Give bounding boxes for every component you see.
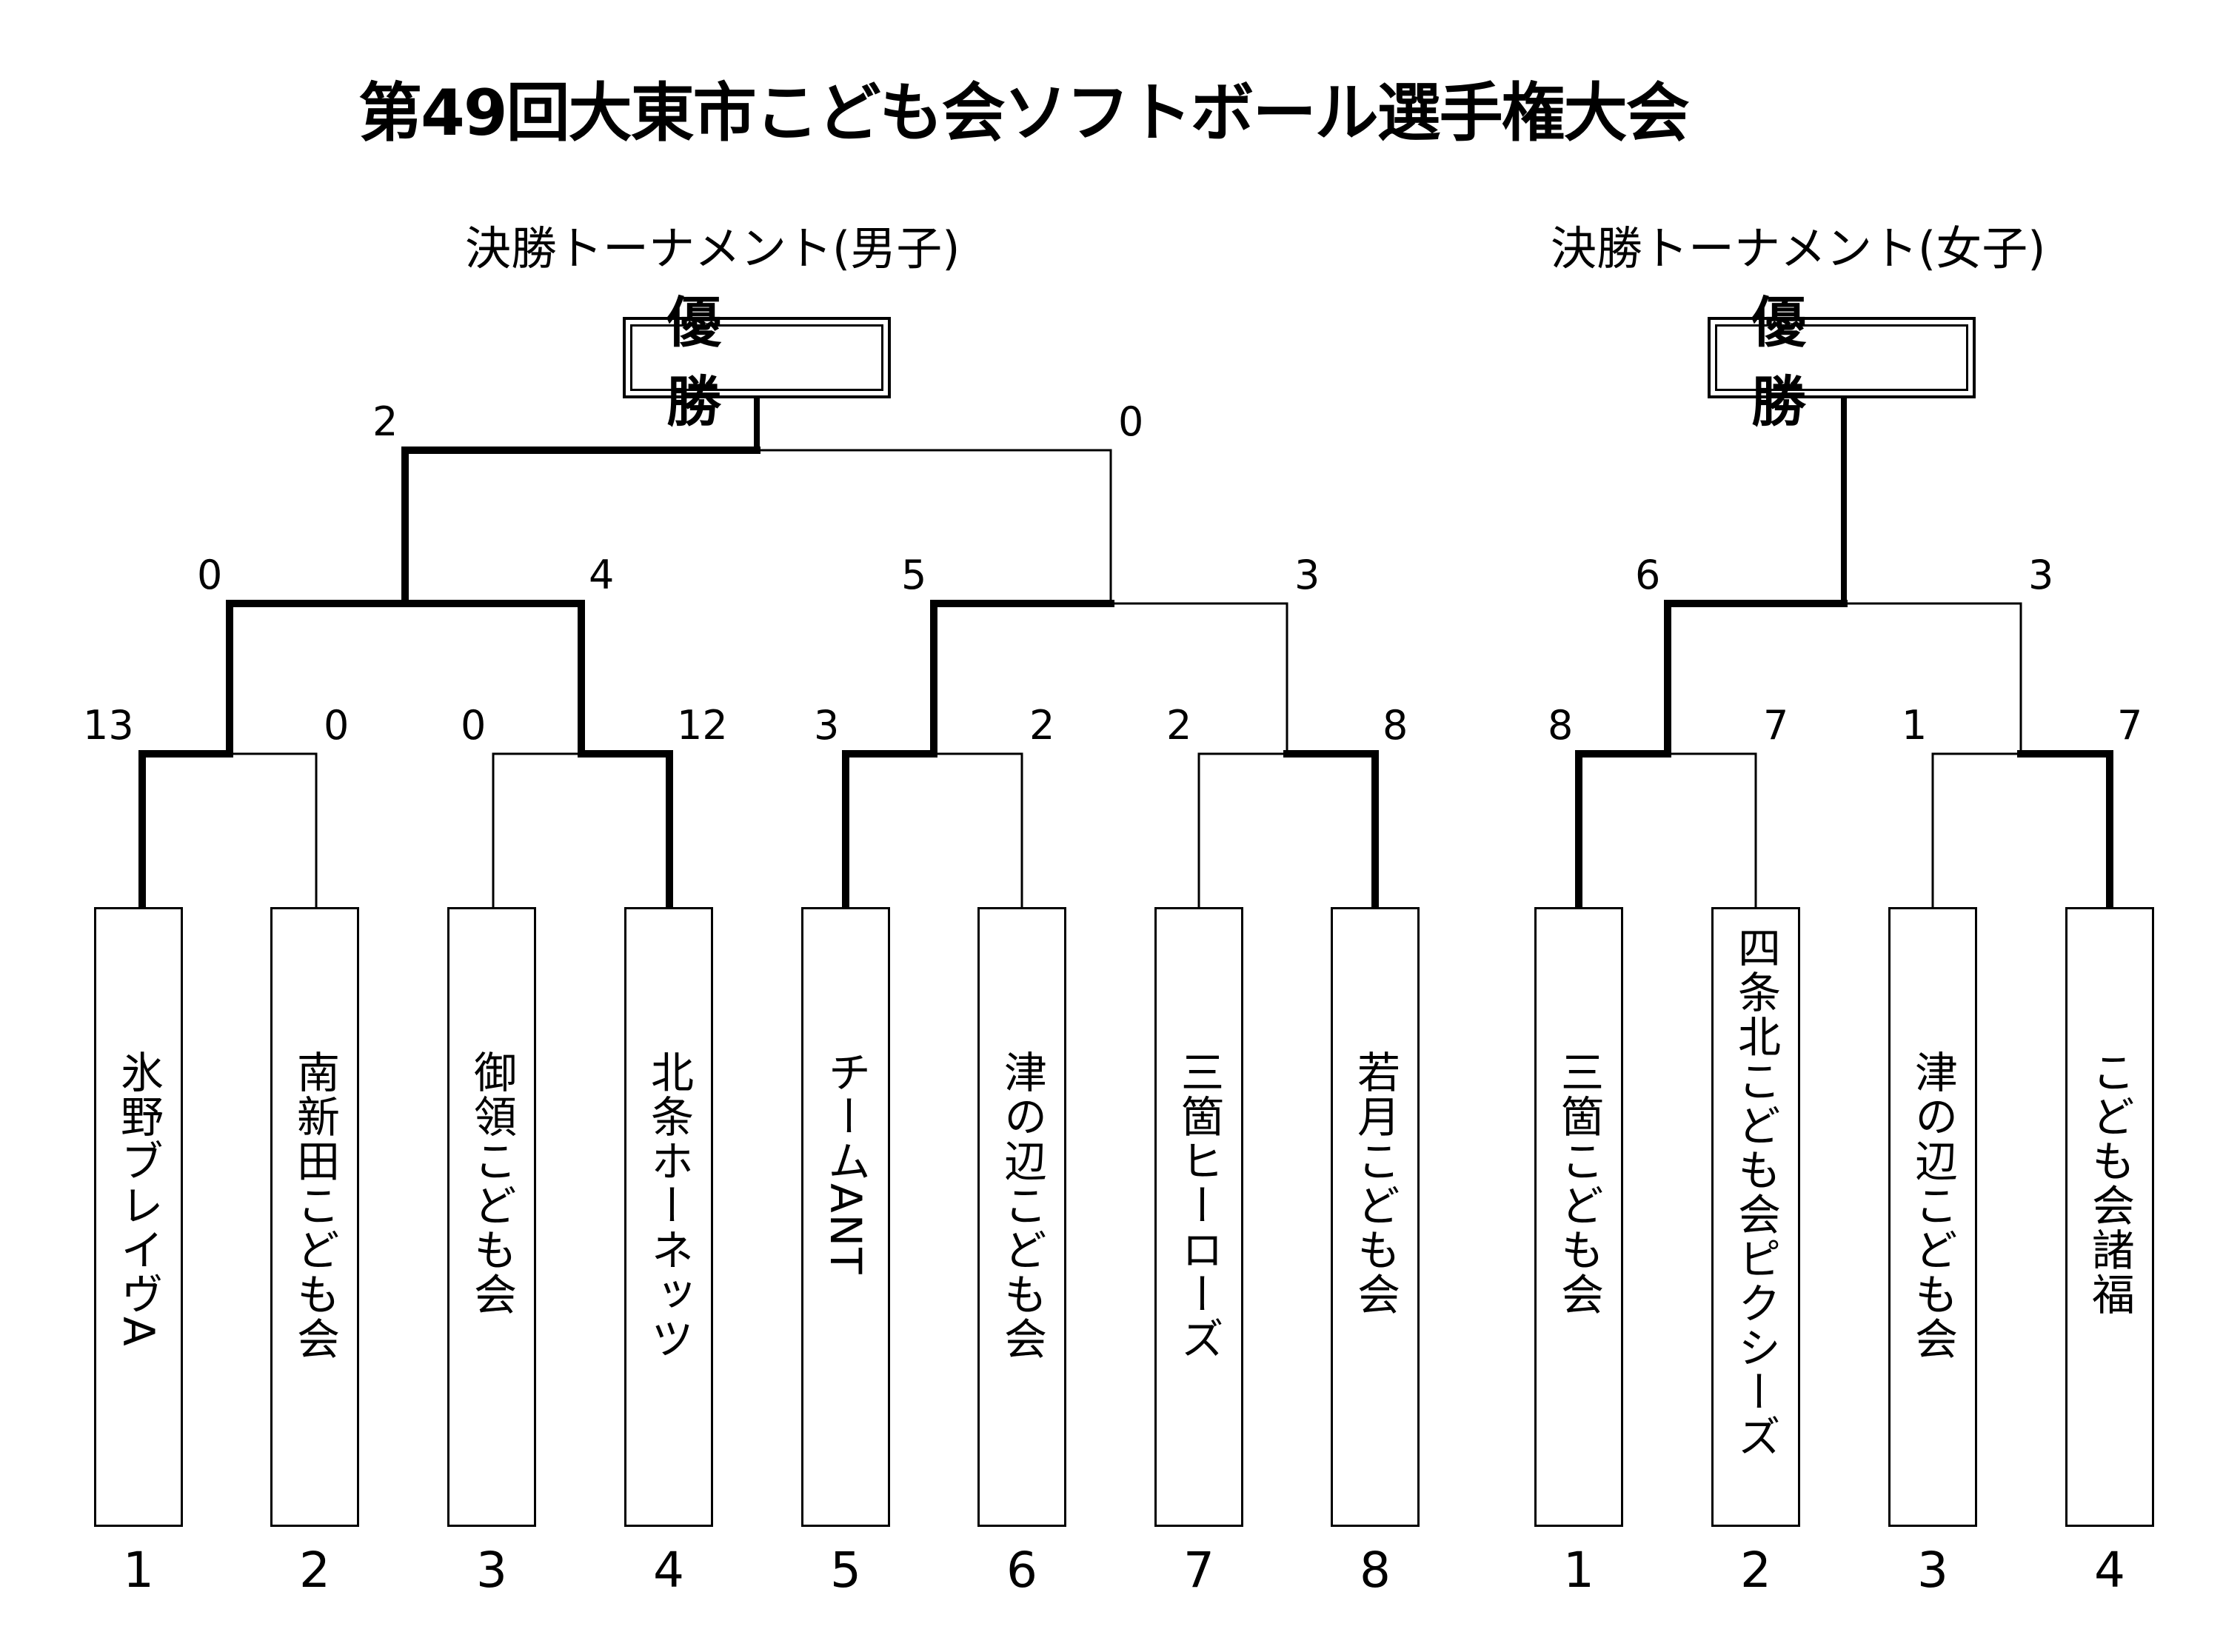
- seed-number: 3: [1917, 1542, 1948, 1599]
- team-box: 津の辺こども会: [1888, 907, 1977, 1527]
- girls-final-line: [1842, 602, 2022, 755]
- match-score: 7: [1763, 702, 1789, 749]
- match-score: 4: [589, 552, 615, 598]
- team-box: 若月こども会: [1331, 907, 1420, 1527]
- team-name: 津の辺こども会: [1908, 1050, 1958, 1361]
- match-score: 3: [814, 702, 840, 749]
- team-box: 四条北こども会ピクシーズ: [1711, 907, 1800, 1527]
- seed-number: 3: [476, 1542, 507, 1599]
- match-score: 5: [901, 552, 927, 598]
- match-score: 7: [2117, 702, 2143, 749]
- team-box: 南新田こども会: [270, 907, 359, 1527]
- boys-r1-m3-line: [932, 752, 1023, 909]
- seed-number: 2: [1740, 1542, 1771, 1599]
- seed-number: 7: [1183, 1542, 1214, 1599]
- match-score: 1: [1902, 702, 1928, 749]
- seed-number: 6: [1006, 1542, 1037, 1599]
- boys-final-line: [401, 447, 760, 607]
- match-score: 0: [461, 702, 487, 749]
- match-score: 3: [1294, 552, 1320, 598]
- team-name: 北条ホーネッツ: [644, 1050, 694, 1361]
- team-name: 南新田こども会: [290, 1050, 340, 1361]
- match-score: 13: [83, 702, 134, 749]
- seed-number: 1: [123, 1542, 154, 1599]
- seed-number: 4: [2094, 1542, 2125, 1599]
- girls-bracket-heading: 決勝トーナメント(女子): [1551, 221, 2046, 275]
- seed-number: 4: [653, 1542, 684, 1599]
- match-score: 0: [324, 702, 350, 749]
- boys-sf-line: [930, 600, 1114, 758]
- team-name: 四条北こども会ピクシーズ: [1731, 926, 1781, 1459]
- team-name: 若月こども会: [1350, 1050, 1400, 1317]
- seed-number: 1: [1563, 1542, 1594, 1599]
- girls-r1-m2-line: [1931, 752, 2022, 909]
- team-box: 三箇こども会: [1534, 907, 1623, 1527]
- match-score: 0: [1118, 398, 1144, 445]
- boys-r1-m4-line: [1283, 750, 1379, 911]
- team-box: こども会諸福: [2065, 907, 2154, 1527]
- team-name: 三箇こども会: [1554, 1050, 1604, 1317]
- boys-r1-m1-line: [228, 752, 318, 909]
- boys-r1-m4-line: [1197, 752, 1288, 909]
- seed-number: 2: [299, 1542, 330, 1599]
- team-name: こども会諸福: [2085, 1050, 2135, 1317]
- boys-sf-line: [401, 600, 585, 758]
- match-score: 0: [197, 552, 223, 598]
- page-title: 第49回大東市こども会ソフトボール選手権大会: [358, 76, 1690, 150]
- girls-r1-m1-line: [1575, 750, 1671, 911]
- team-name: 三箇ヒーローズ: [1174, 1050, 1224, 1361]
- team-name: 津の辺こども会: [997, 1050, 1047, 1361]
- boys-r1-m2-line: [578, 750, 673, 911]
- match-score: 12: [677, 702, 728, 749]
- girls-final-line: [1664, 600, 1848, 758]
- team-box: 御領こども会: [447, 907, 536, 1527]
- girls-r1-m1-line: [1666, 752, 1757, 909]
- boys-sf-line: [226, 600, 409, 758]
- team-name: チームANT: [820, 1050, 871, 1276]
- team-box: 北条ホーネッツ: [624, 907, 713, 1527]
- team-name: 氷野ブレイヴA: [113, 1050, 164, 1348]
- match-score: 2: [1166, 702, 1192, 749]
- team-name: 御領こども会: [467, 1050, 517, 1317]
- match-score: 3: [2028, 552, 2054, 598]
- team-box: チームANT: [801, 907, 890, 1527]
- team-box: 氷野ブレイヴA: [94, 907, 183, 1527]
- team-box: 三箇ヒーローズ: [1154, 907, 1243, 1527]
- match-score: 6: [1635, 552, 1661, 598]
- seed-number: 8: [1360, 1542, 1391, 1599]
- team-box: 津の辺こども会: [977, 907, 1066, 1527]
- boys-sf-line: [1109, 602, 1288, 755]
- seed-number: 5: [830, 1542, 861, 1599]
- match-score: 2: [1029, 702, 1055, 749]
- boys-final-line: [755, 449, 1112, 605]
- boys-bracket-heading: 決勝トーナメント(男子): [465, 221, 960, 275]
- match-score: 2: [372, 398, 398, 445]
- girls-r1-m2-line: [2017, 750, 2113, 911]
- boys-r1-m3-line: [842, 750, 937, 911]
- match-score: 8: [1383, 702, 1408, 749]
- match-score: 8: [1548, 702, 1574, 749]
